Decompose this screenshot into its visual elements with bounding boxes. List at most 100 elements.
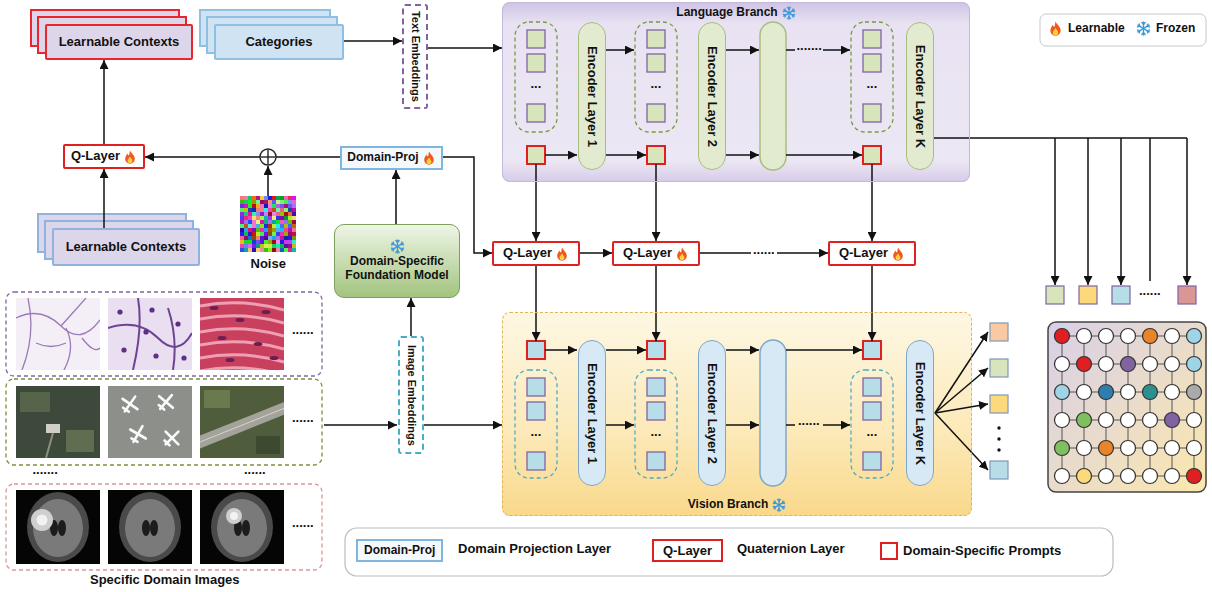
prompt-sample <box>880 542 898 560</box>
noise-image <box>268 248 272 252</box>
noise-image <box>256 220 260 224</box>
prompt-token <box>863 146 881 164</box>
noise-image <box>288 200 292 204</box>
noise-image <box>252 248 256 252</box>
noise-image <box>252 240 256 244</box>
leader-line <box>786 424 795 426</box>
token-group <box>851 22 893 132</box>
noise-image <box>268 240 272 244</box>
noise-image <box>240 228 244 232</box>
noise-image <box>284 200 288 204</box>
noise-image <box>256 204 260 208</box>
frozen-icon <box>779 499 781 501</box>
graph-node <box>1077 441 1092 456</box>
graph-node <box>1165 329 1180 344</box>
mri-image <box>217 499 267 557</box>
histology-image <box>226 358 235 362</box>
histology-image <box>22 298 31 370</box>
embedding-box: Image Embeddings <box>398 336 424 454</box>
noise-image <box>244 212 248 216</box>
frozen-icon <box>400 242 402 244</box>
histology-image <box>117 309 122 314</box>
noise-image <box>248 220 252 224</box>
noise-image <box>276 200 280 204</box>
leader-line <box>267 166 269 196</box>
noise-image <box>256 248 260 252</box>
noise-image <box>268 244 272 248</box>
node-content: Domain-Proj <box>347 151 435 165</box>
noise-image <box>260 236 264 240</box>
noise-image <box>280 208 284 212</box>
frozen-icon <box>782 501 784 503</box>
noise-image <box>256 236 260 240</box>
noise-image <box>272 208 276 212</box>
connector <box>535 266 537 341</box>
noise-image <box>244 204 248 208</box>
leader-line <box>935 332 988 413</box>
noise-image <box>280 220 284 224</box>
noise-image <box>280 196 284 200</box>
histology-image <box>61 298 86 326</box>
frozen-icon <box>401 244 403 246</box>
mri-image <box>200 490 284 564</box>
noise-image <box>280 216 284 220</box>
frozen-icon <box>778 509 780 511</box>
frozen-icon <box>792 10 794 12</box>
noise-image <box>248 200 252 204</box>
histology-image <box>200 368 284 370</box>
noise-image <box>276 232 280 236</box>
noise-image <box>276 220 280 224</box>
learnable-icon <box>128 156 133 163</box>
noise-image <box>240 200 244 204</box>
frozen-icon <box>1137 22 1149 35</box>
graph-node <box>1187 469 1202 484</box>
image-token <box>647 452 665 470</box>
satellite-image <box>108 386 192 458</box>
leader-line <box>935 413 988 470</box>
node-text: Encoder Layer 1 <box>585 45 600 146</box>
foundation-model: Domain-Specific Foundation Model <box>334 224 460 298</box>
graph-node <box>1165 357 1180 372</box>
legend-text: Quaternion Layer <box>737 542 845 557</box>
noise-image <box>280 232 284 236</box>
frozen-icon <box>392 249 394 251</box>
graph-node <box>1143 385 1158 400</box>
vision-panel-ground <box>502 312 972 516</box>
graph-node <box>1055 329 1070 344</box>
leader-line <box>545 154 577 156</box>
noise-image <box>244 224 248 228</box>
leader-line <box>726 154 759 156</box>
group-caption: Specific Domain Images <box>90 572 240 587</box>
image-group <box>6 379 322 465</box>
histology-image <box>200 329 284 336</box>
frozen-icon <box>783 7 794 19</box>
frozen-icon <box>397 241 399 243</box>
noise-image <box>272 204 276 208</box>
leader-line <box>934 137 1187 139</box>
noise-image <box>268 212 272 216</box>
noise-image <box>276 228 280 232</box>
mri-image <box>211 492 273 562</box>
noise-image <box>248 212 252 216</box>
leader-line <box>1149 138 1151 281</box>
noise-image <box>260 224 264 228</box>
histology-image <box>181 355 186 360</box>
leader-line <box>324 424 397 426</box>
noise-image <box>240 244 244 248</box>
graph-node <box>1077 385 1092 400</box>
frozen-icon <box>1138 31 1140 33</box>
satellite-image <box>200 406 284 444</box>
output-token <box>1079 286 1097 304</box>
histology-image <box>133 298 140 370</box>
histology-image <box>108 325 192 347</box>
node-text: Encoder Layer K <box>913 361 928 464</box>
frozen-icon <box>1137 29 1139 31</box>
noise-image <box>280 204 284 208</box>
frozen-icon <box>784 15 786 17</box>
noise-image <box>280 200 284 204</box>
mri-image <box>142 520 150 536</box>
legend-text: Learnable <box>1068 22 1125 36</box>
